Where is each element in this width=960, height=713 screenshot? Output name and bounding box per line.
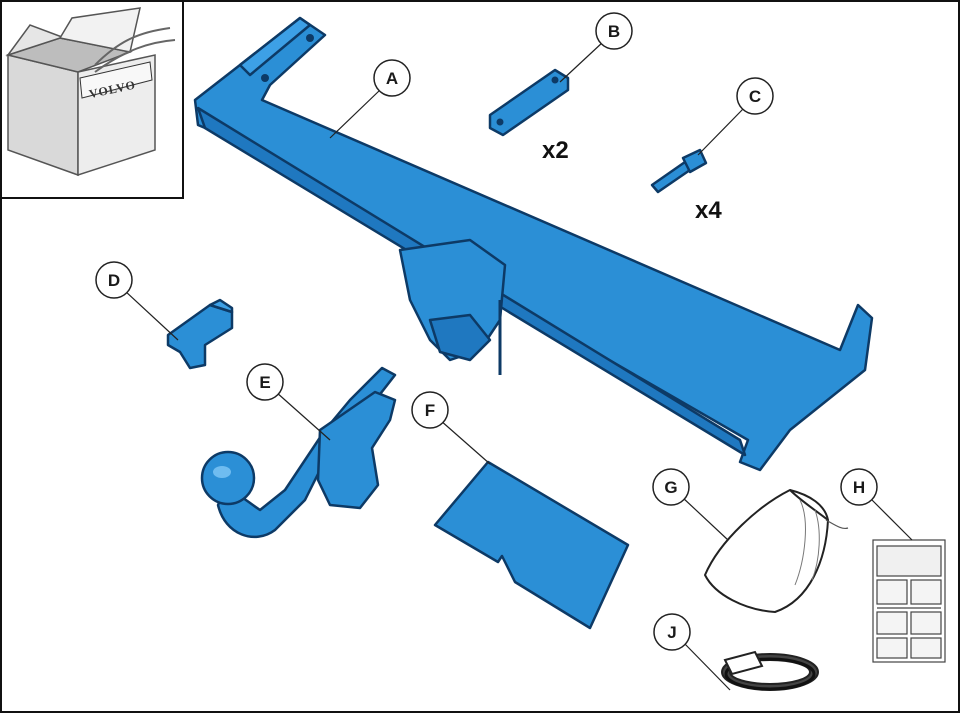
callout-d-label: D	[108, 271, 120, 290]
callout-e: E	[246, 363, 331, 441]
callout-f-label: F	[425, 401, 435, 420]
part-f-cover-panel	[433, 460, 630, 630]
part-a-crossmember	[193, 16, 874, 472]
package-inset: VOLVO	[0, 0, 184, 199]
callout-j-label: J	[667, 623, 676, 642]
callout-j: J	[653, 613, 731, 691]
callout-f: F	[411, 391, 491, 465]
callout-c: C	[697, 77, 774, 156]
callout-b: B	[559, 12, 633, 83]
part-d-socket-bracket	[166, 298, 234, 370]
callout-e-label: E	[259, 373, 270, 392]
callout-h-label: H	[853, 478, 865, 497]
callout-g: G	[652, 468, 729, 541]
quantity-b: x2	[542, 137, 569, 164]
callout-g-label: G	[664, 478, 677, 497]
callout-d: D	[95, 261, 179, 341]
part-e-tow-ball	[200, 366, 397, 539]
part-h-instruction-sheet	[872, 539, 946, 663]
callout-a: A	[329, 59, 411, 139]
callout-a-label: A	[386, 69, 398, 88]
part-j-wiring-cable	[721, 650, 819, 691]
callout-h: H	[840, 468, 913, 541]
part-g-storage-bag	[704, 489, 849, 613]
package-box-icon: VOLVO	[5, 7, 176, 177]
callout-c-label: C	[749, 87, 761, 106]
quantity-c: x4	[695, 197, 722, 224]
part-c-bolt	[650, 148, 708, 194]
callout-b-label: B	[608, 22, 620, 41]
part-b-mounting-plate	[488, 68, 570, 137]
